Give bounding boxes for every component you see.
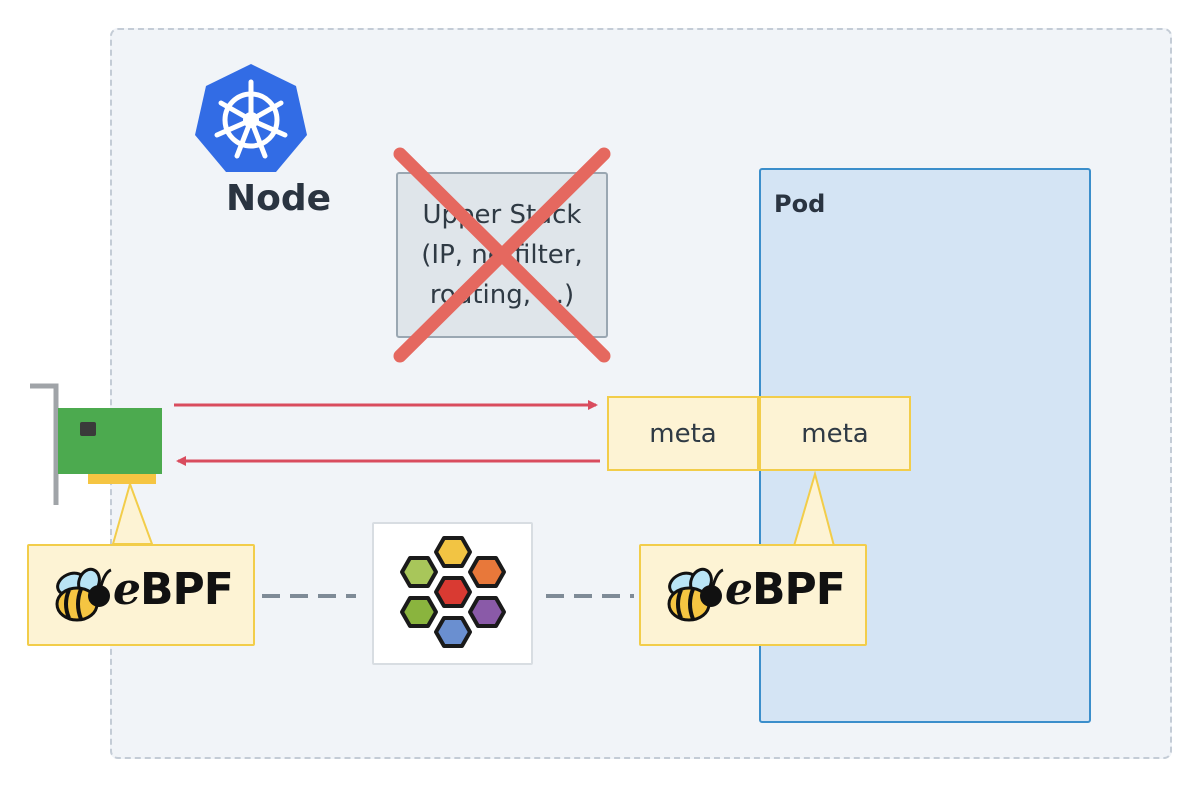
pod-label: Pod — [774, 190, 826, 218]
meta-box-host: meta — [607, 396, 759, 471]
cilium-logo-icon — [400, 536, 506, 648]
nic-card-icon — [30, 383, 162, 505]
node-label: Node — [226, 178, 332, 219]
ebpf-box-nic: eBPF — [27, 544, 255, 646]
callout-right — [792, 470, 836, 547]
ebpf-logo-text: eBPF — [113, 564, 234, 615]
meta-box-pod: meta — [759, 396, 911, 471]
ebpf-box-pod: eBPF — [639, 544, 867, 646]
bee-icon — [667, 567, 724, 622]
bee-icon — [55, 567, 112, 622]
cross-out-icon — [393, 147, 611, 363]
ebpf-logo-text: eBPF — [725, 564, 846, 615]
cilium-box — [372, 522, 533, 665]
kubernetes-icon — [195, 64, 307, 172]
